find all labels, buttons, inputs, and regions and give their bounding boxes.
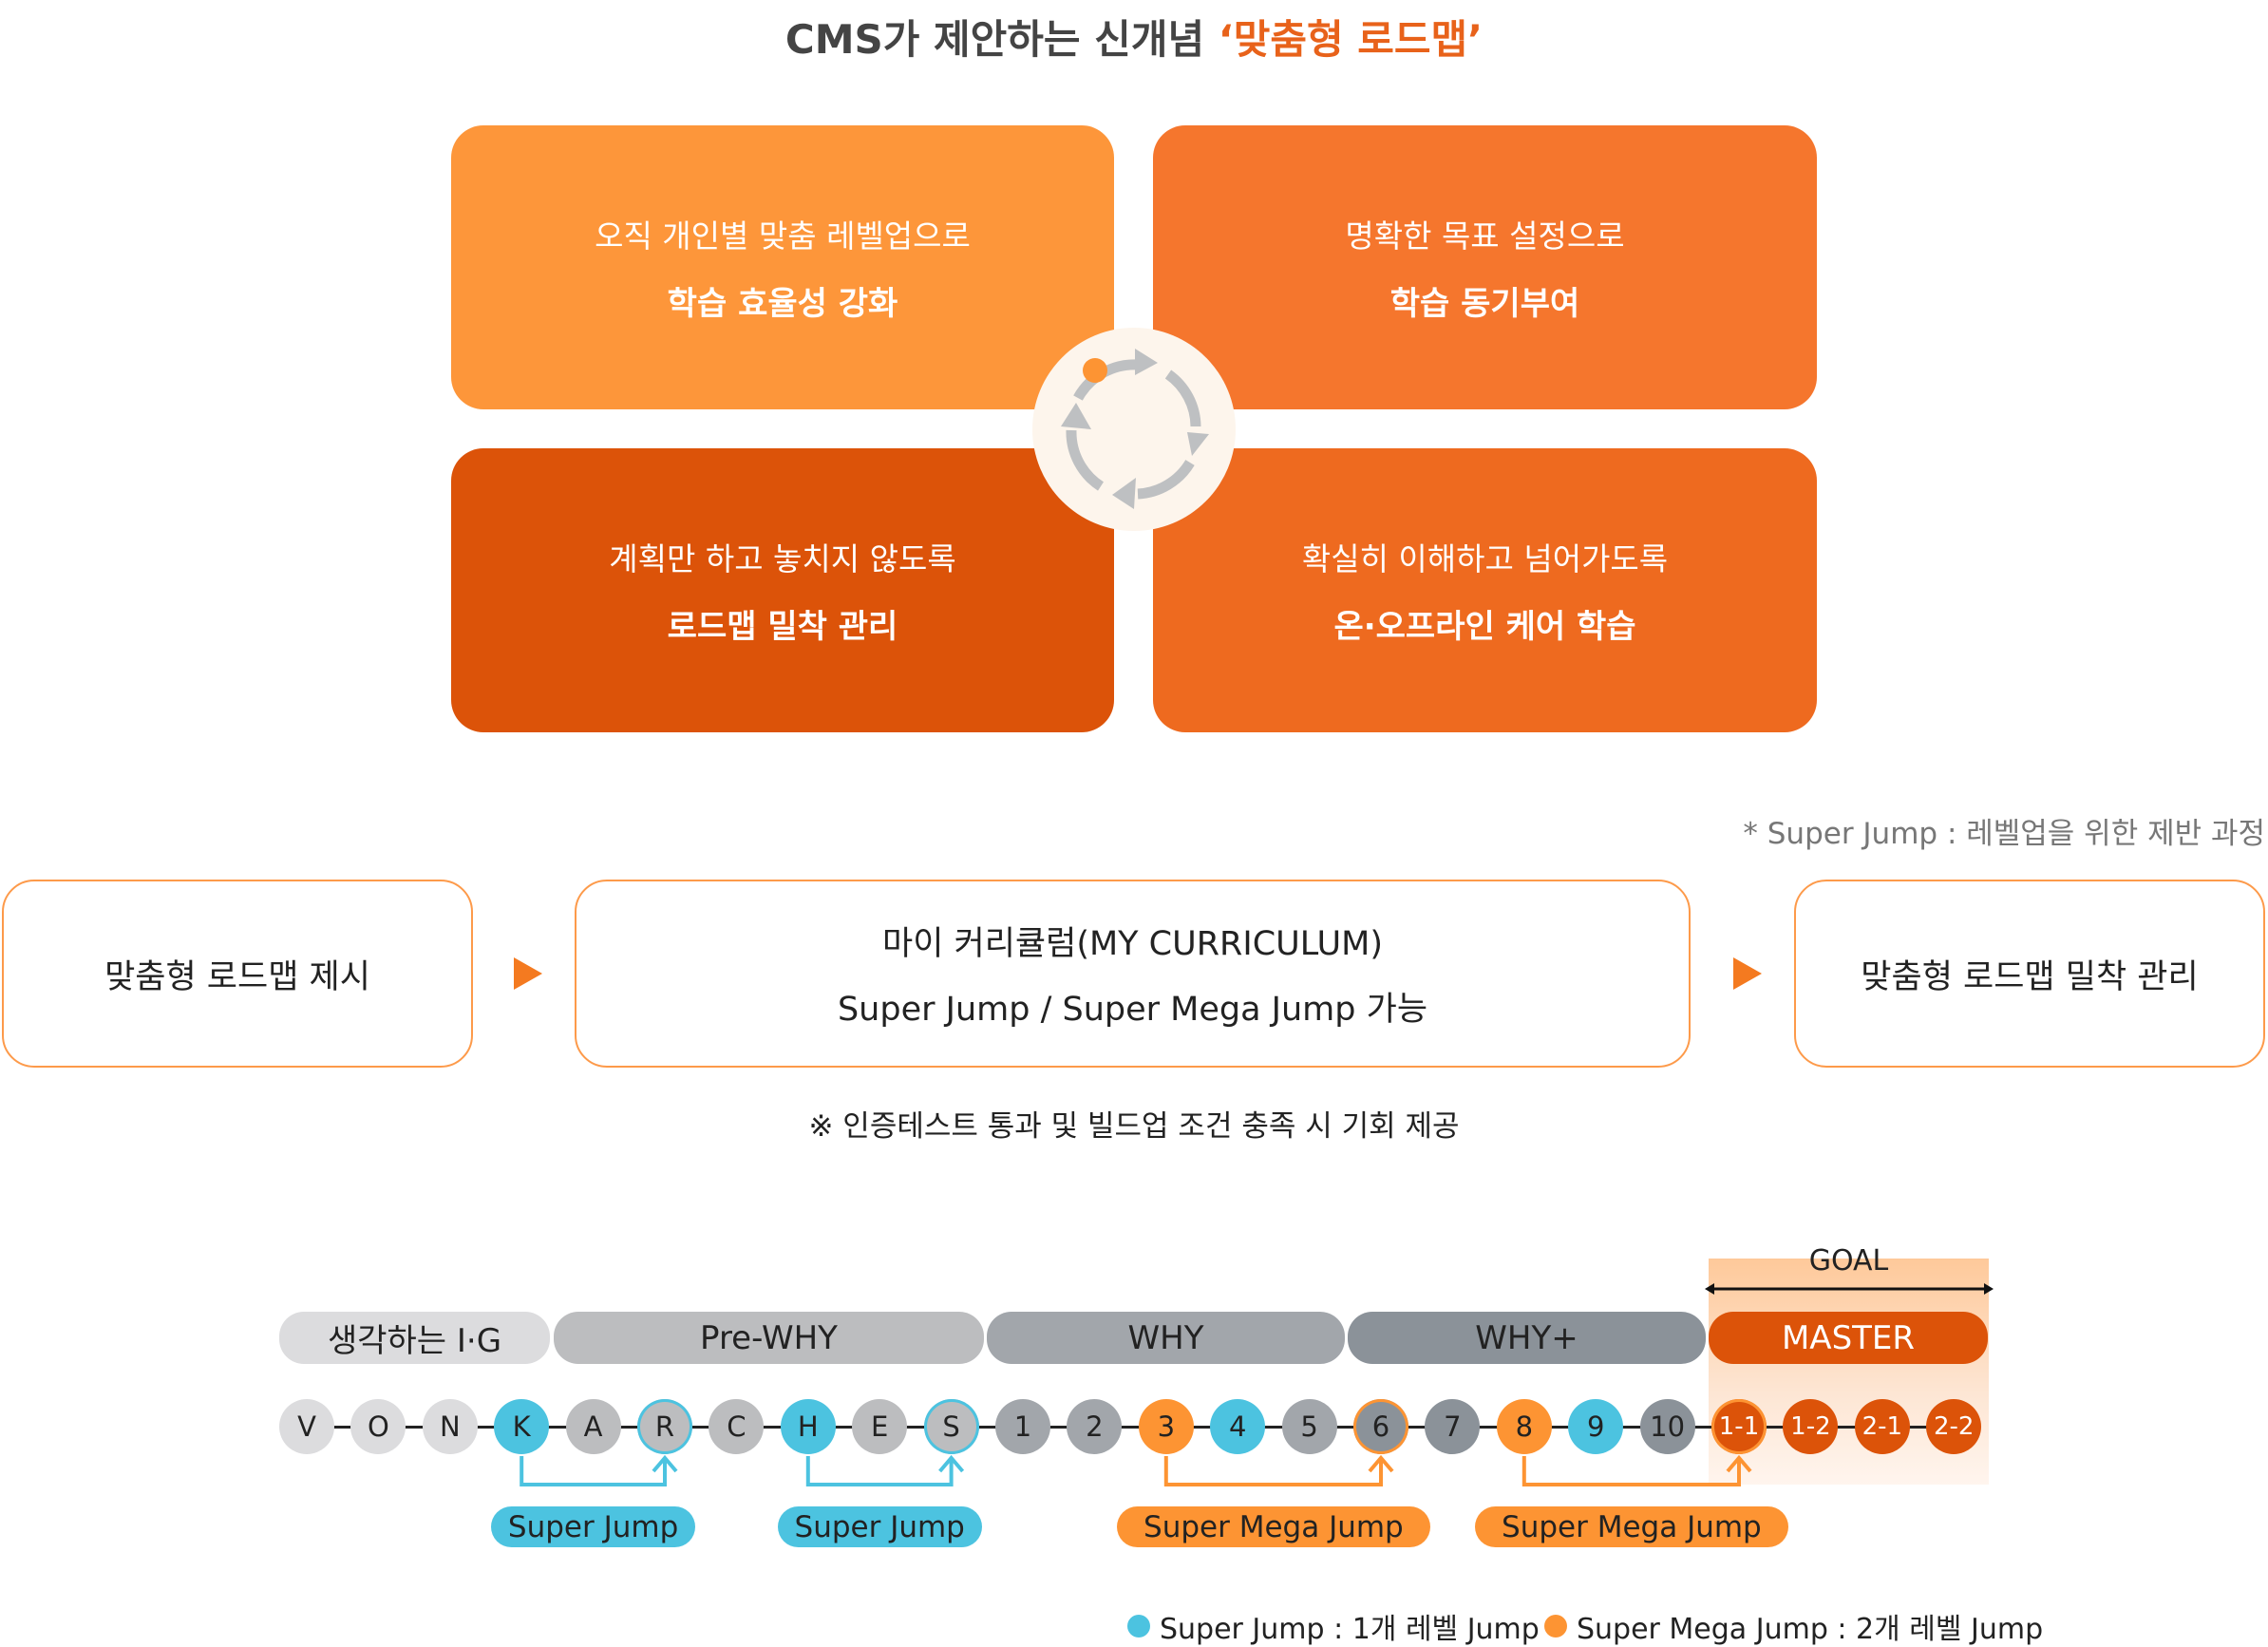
card-line2: 로드맵 밀착 관리 — [667, 608, 898, 646]
level-node: 2-2 — [1926, 1399, 1982, 1454]
level-node: 1 — [995, 1399, 1050, 1454]
arrow-right-icon — [514, 957, 542, 990]
jump-arrow — [1163, 1454, 1394, 1486]
flow-step-1: 맞춤형 로드맵 제시 — [2, 880, 473, 1068]
level-node: E — [852, 1399, 908, 1454]
level-band: MASTER — [1709, 1312, 1988, 1364]
cycle-hub — [1032, 328, 1236, 531]
level-node: 1-1 — [1711, 1399, 1767, 1454]
card-line2: 온·오프라인 케어 학습 — [1333, 608, 1636, 646]
step-sublabel: Super Jump / Super Mega Jump 가능 — [837, 991, 1428, 1029]
level-node: 7 — [1425, 1399, 1481, 1454]
level-node: 9 — [1568, 1399, 1624, 1454]
level-node: S — [923, 1399, 979, 1454]
jump-label: Super Jump — [491, 1506, 696, 1547]
legend-super-jump: Super Jump : 1개 레벨 Jump — [1127, 1605, 1540, 1647]
level-node: 3 — [1138, 1399, 1194, 1454]
level-band: 생각하는 I·G — [279, 1312, 550, 1364]
title-highlight: ‘맞춤형 로드맵’ — [1218, 16, 1484, 63]
level-node: A — [565, 1399, 621, 1454]
level-node: R — [637, 1399, 692, 1454]
level-band: Pre-WHY — [554, 1312, 984, 1364]
condition-note: ※ 인증테스트 통과 및 빌드업 조건 충족 시 기회 제공 — [808, 1109, 1460, 1144]
step-label: 마이 커리큘럼(MY CURRICULUM) — [882, 925, 1383, 963]
level-node: 8 — [1496, 1399, 1552, 1454]
level-node: K — [494, 1399, 550, 1454]
page-title: CMS가 제안하는 신개념 ‘맞춤형 로드맵’ — [0, 8, 2268, 66]
level-node: N — [422, 1399, 478, 1454]
level-node: 2 — [1067, 1399, 1123, 1454]
level-node: 5 — [1281, 1399, 1337, 1454]
level-node: V — [279, 1399, 334, 1454]
cycle-arrows-icon — [1061, 349, 1209, 509]
jump-arrow — [805, 1454, 965, 1486]
level-node: 10 — [1639, 1399, 1695, 1454]
jump-arrow — [520, 1454, 678, 1486]
jump-label: Super Jump — [777, 1506, 982, 1547]
level-band: WHY+ — [1348, 1312, 1706, 1364]
level-node: O — [350, 1399, 406, 1454]
card-line1: 오직 개인별 맞춤 레벨업으로 — [595, 218, 971, 255]
level-node: 1-2 — [1783, 1399, 1839, 1454]
arrow-right-icon — [1733, 957, 1762, 990]
step-label: 맞춤형 로드맵 제시 — [104, 957, 370, 996]
card-line2: 학습 동기부여 — [1389, 285, 1580, 323]
legend-label: Super Mega Jump : 2개 레벨 Jump — [1577, 1613, 2044, 1646]
level-node: 6 — [1353, 1399, 1408, 1454]
level-band: WHY — [987, 1312, 1345, 1364]
level-node: C — [709, 1399, 765, 1454]
card-line1: 명확한 목표 설정으로 — [1345, 218, 1625, 255]
jump-arrow — [1521, 1454, 1752, 1486]
goal-label: GOAL — [1808, 1244, 1889, 1278]
jump-label: Super Mega Jump — [1474, 1506, 1788, 1547]
flow-step-2: 마이 커리큘럼(MY CURRICULUM) Super Jump / Super… — [575, 880, 1691, 1068]
legend-super-mega-jump: Super Mega Jump : 2개 레벨 Jump — [1544, 1605, 2043, 1647]
orange-dot-icon — [1544, 1615, 1567, 1638]
card-line1: 계획만 하고 놓치지 않도록 — [609, 540, 956, 577]
card-line1: 확실히 이해하고 넘어가도록 — [1301, 540, 1669, 577]
cyan-dot-icon — [1127, 1615, 1150, 1638]
jump-label: Super Mega Jump — [1116, 1506, 1430, 1547]
legend-label: Super Jump : 1개 레벨 Jump — [1160, 1613, 1540, 1646]
level-node: H — [780, 1399, 836, 1454]
flow-step-3: 맞춤형 로드맵 밀착 관리 — [1794, 880, 2265, 1068]
card-line2: 학습 효율성 강화 — [667, 285, 898, 323]
roadmap-line — [307, 1426, 1959, 1429]
goal-range-arrow-icon — [1705, 1283, 1994, 1295]
level-node: 4 — [1210, 1399, 1266, 1454]
super-jump-note: * Super Jump : 레벨업을 위한 제반 과정 — [1743, 817, 2265, 851]
step-label: 맞춤형 로드맵 밀착 관리 — [1861, 957, 2199, 996]
title-text: CMS가 제안하는 신개념 — [784, 16, 1219, 63]
level-node: 2-1 — [1854, 1399, 1910, 1454]
